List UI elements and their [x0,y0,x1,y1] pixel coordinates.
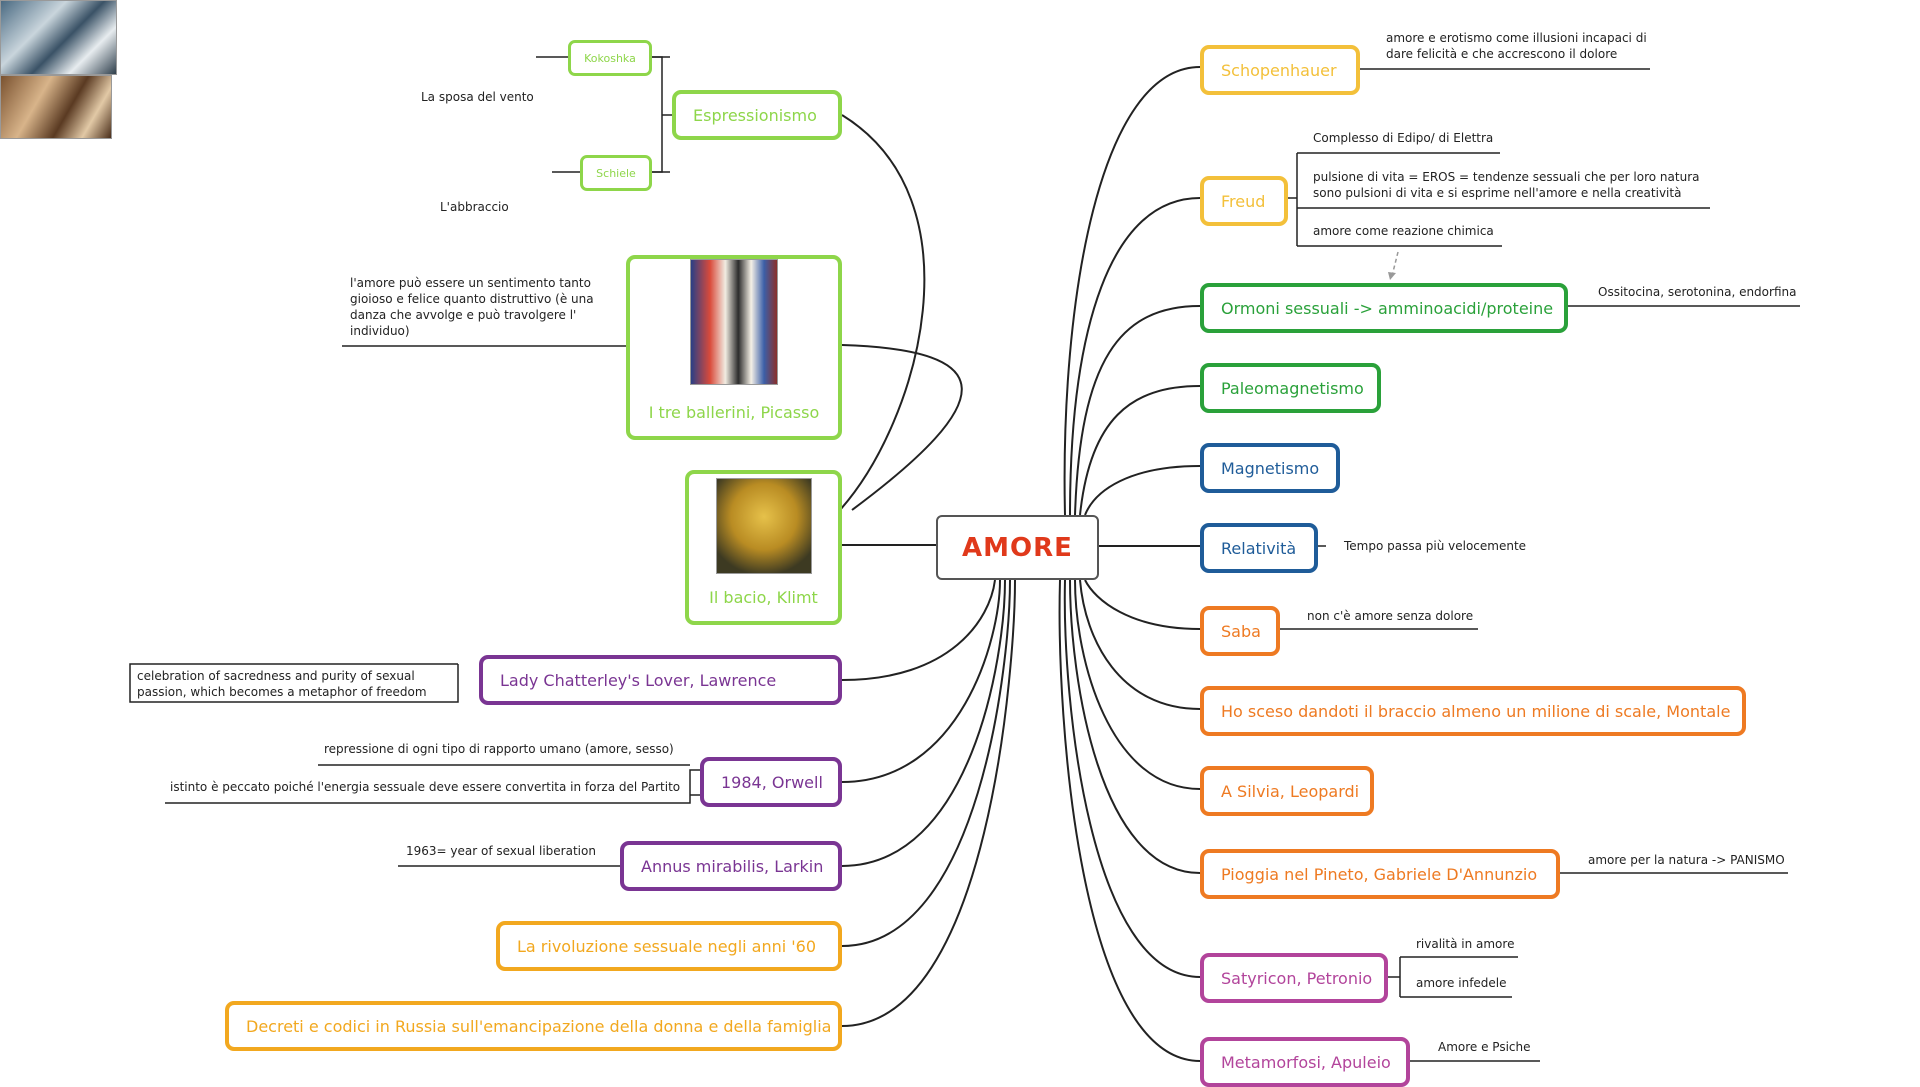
node-schopenhauer-label: Schopenhauer [1221,60,1337,80]
link-petronio [1063,579,1201,978]
node-ormoni-label: Ormoni sessuali -> amminoacidi/proteine [1221,298,1554,318]
node-klimt-label: Il bacio, Klimt [709,588,818,607]
node-dannunzio[interactable]: Pioggia nel Pineto, Gabriele D'Annunzio [1200,849,1560,899]
node-freud[interactable]: Freud [1200,176,1288,226]
link-montale [1079,579,1201,710]
node-paleomagnetismo[interactable]: Paleomagnetismo [1200,363,1381,413]
node-rivoluzione[interactable]: La rivoluzione sessuale negli anni '60 [496,921,842,971]
central-topic-label: AMORE [962,532,1073,563]
relativita-note: Tempo passa più velocemente [1344,539,1527,553]
petronio-note-2: amore infedele [1416,976,1507,990]
orwell-note-2: istinto è peccato poiché l'energia sessu… [170,780,681,794]
node-petronio-label: Satyricon, Petronio [1221,968,1373,988]
node-larkin-label: Annus mirabilis, Larkin [641,856,824,876]
node-saba-label: Saba [1221,621,1261,641]
link-lawrence [841,579,996,681]
link-orwell [841,579,1001,783]
ormoni-note: Ossitocina, serotonina, endorfina [1598,285,1797,299]
node-larkin[interactable]: Annus mirabilis, Larkin [620,841,842,891]
node-freud-label: Freud [1221,191,1266,211]
link-saba [1084,579,1201,630]
painting-bride-of-the-wind-icon [0,0,117,75]
node-orwell[interactable]: 1984, Orwell [700,757,842,807]
link-larkin [841,579,1006,867]
freud-note-2: pulsione di vita = EROS = tendenze sessu… [1313,170,1700,200]
node-montale[interactable]: Ho sceso dandoti il braccio almeno un mi… [1200,686,1746,736]
dannunzio-note: amore per la natura -> PANISMO [1588,853,1785,867]
node-klimt[interactable]: Il bacio, Klimt [685,470,842,625]
link-apuleio [1058,579,1201,1062]
node-picasso-label: I tre ballerini, Picasso [648,403,820,422]
node-apuleio[interactable]: Metamorfosi, Apuleio [1200,1037,1410,1087]
node-apuleio-label: Metamorfosi, Apuleio [1221,1052,1391,1072]
lawrence-note: celebration of sacredness and purity of … [137,669,427,699]
kokoshka-caption: La sposa del vento [421,90,534,104]
freud-note-1: Complesso di Edipo/ di Elettra [1313,131,1494,145]
node-magnetismo[interactable]: Magnetismo [1200,443,1340,493]
node-kokoshka[interactable]: Kokoshka [568,40,652,76]
node-ormoni[interactable]: Ormoni sessuali -> amminoacidi/proteine [1200,283,1568,333]
freud-note-3: amore come reazione chimica [1313,224,1494,238]
dashed-link-freud-ormoni [1391,251,1399,277]
apuleio-note: Amore e Psiche [1438,1040,1531,1054]
saba-note: non c'è amore senza dolore [1307,609,1474,623]
node-paleomagnetismo-label: Paleomagnetismo [1221,378,1364,398]
node-decreti-label: Decreti e codici in Russia sull'emancipa… [246,1016,832,1036]
node-saba[interactable]: Saba [1200,606,1280,656]
central-topic-amore[interactable]: AMORE [936,515,1099,580]
node-decreti[interactable]: Decreti e codici in Russia sull'emancipa… [225,1001,842,1051]
node-leopardi[interactable]: A Silvia, Leopardi [1200,766,1374,816]
link-rivoluzione [841,579,1011,947]
painting-three-dancers-icon [690,259,778,385]
node-rivoluzione-label: La rivoluzione sessuale negli anni '60 [517,936,817,956]
node-relativita[interactable]: Relatività [1200,523,1318,573]
node-orwell-label: 1984, Orwell [721,772,823,792]
node-schiele-label: Schiele [596,166,636,180]
node-espressionismo[interactable]: Espressionismo [672,90,842,140]
link-magnetismo [1084,465,1201,516]
node-relativita-label: Relatività [1221,538,1297,558]
node-espressionismo-label: Espressionismo [693,105,817,125]
link-picasso [841,344,963,511]
node-picasso[interactable]: I tre ballerini, Picasso [626,255,842,440]
painting-embrace-icon [0,75,112,139]
link-dannunzio [1069,579,1201,874]
schopenhauer-note: amore e erotismo come illusioni incapaci… [1386,31,1647,61]
painting-the-kiss-icon [715,478,812,574]
node-lawrence-label: Lady Chatterley's Lover, Lawrence [500,670,777,690]
node-schiele[interactable]: Schiele [580,155,652,191]
node-petronio[interactable]: Satyricon, Petronio [1200,953,1388,1003]
link-ormoni [1074,305,1201,516]
node-magnetismo-label: Magnetismo [1221,458,1320,478]
larkin-note: 1963= year of sexual liberation [406,844,596,858]
node-schopenhauer[interactable]: Schopenhauer [1200,45,1360,95]
link-decreti [841,579,1016,1027]
node-leopardi-label: A Silvia, Leopardi [1221,781,1360,801]
node-kokoshka-label: Kokoshka [584,51,636,65]
link-schopenhauer [1063,66,1201,516]
link-espressionismo [839,114,926,511]
schiele-caption: L'abbraccio [440,200,509,214]
link-leopardi [1074,579,1201,790]
picasso-note: l'amore può essere un sentimento tanto g… [350,276,594,338]
orwell-note-1: repressione di ogni tipo di rapporto uma… [324,742,674,756]
node-montale-label: Ho sceso dandoti il braccio almeno un mi… [1221,701,1731,721]
node-lawrence[interactable]: Lady Chatterley's Lover, Lawrence [479,655,842,705]
link-paleo [1079,385,1201,516]
link-freud [1069,197,1201,516]
node-dannunzio-label: Pioggia nel Pineto, Gabriele D'Annunzio [1221,864,1538,884]
petronio-note-1: rivalità in amore [1416,937,1515,951]
